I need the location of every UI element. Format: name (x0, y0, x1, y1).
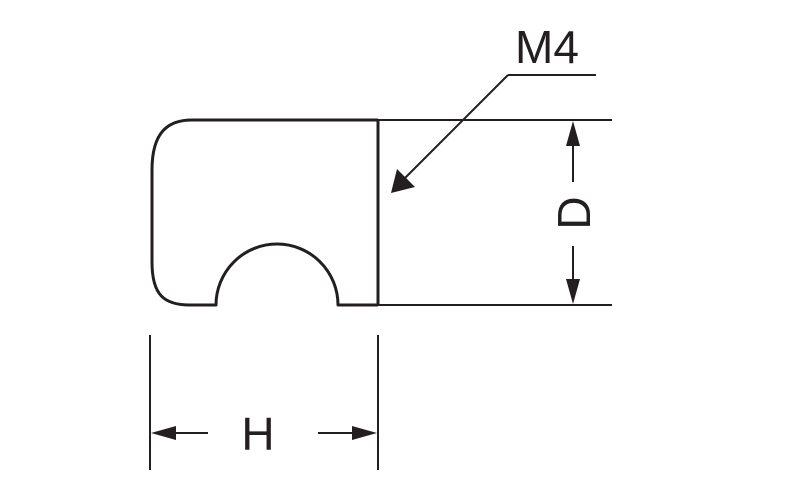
part-outline (150, 118, 378, 307)
h-dimension-label: H (241, 408, 274, 460)
h-arrowhead-left (151, 426, 176, 440)
d-dimension-label: D (548, 196, 600, 229)
d-arrowhead-top (566, 121, 580, 146)
d-arrowhead-bottom (566, 279, 580, 304)
h-arrowhead-right (352, 426, 377, 440)
m4-thread-label: M4 (515, 21, 579, 73)
m4-leader-arrowhead (391, 169, 415, 193)
m4-leader-line (401, 74, 509, 182)
